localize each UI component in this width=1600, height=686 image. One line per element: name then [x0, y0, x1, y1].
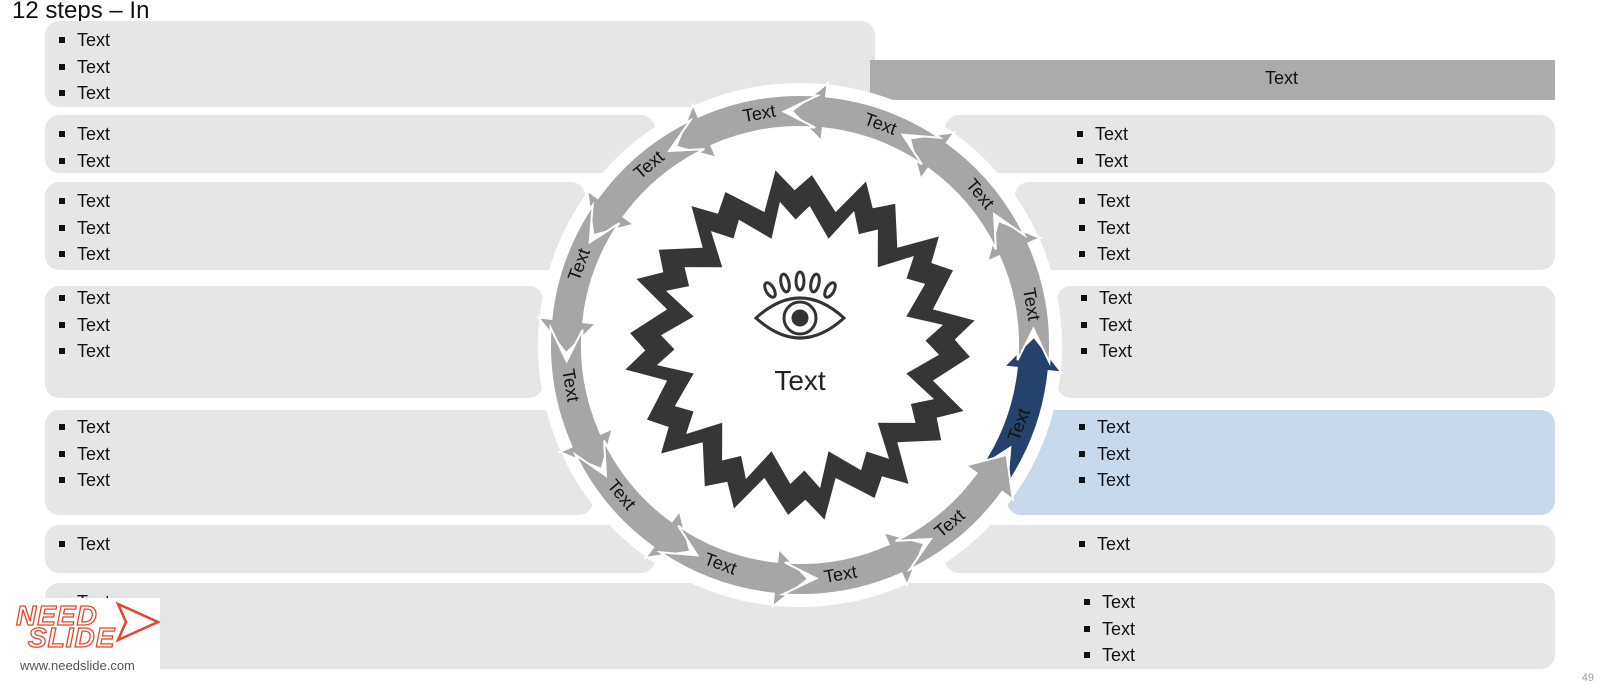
list-item: Text — [1082, 589, 1135, 616]
list-item: Text — [1079, 285, 1132, 312]
list-item: Text — [57, 285, 110, 312]
list-item: Text — [57, 531, 110, 558]
top-right-bar: Text — [870, 60, 1555, 100]
ring-arrow — [895, 453, 1015, 573]
list-item: Text — [57, 441, 110, 468]
center-label: Text — [774, 365, 826, 396]
right-panel-3: Text Text Text — [1057, 286, 1555, 398]
bottom-panel-right-list: Text Text Text — [1082, 589, 1135, 669]
logo-arrow-icon — [115, 601, 160, 643]
arrow-ring — [536, 81, 1064, 609]
logo-url: www.needslide.com — [20, 658, 135, 673]
list-item: Text — [1079, 338, 1132, 365]
right-panel-5: Text — [945, 525, 1555, 573]
list-item: Text — [57, 414, 110, 441]
list-item: Text — [1077, 531, 1130, 558]
list-item: Text — [57, 148, 110, 175]
list-item: Text — [1077, 467, 1130, 494]
eye-icon — [753, 270, 847, 340]
left-panel-5-list: Text Text Text — [57, 414, 110, 494]
list-item: Text — [1077, 188, 1130, 215]
right-panel-2-list: Text Text Text — [1077, 188, 1130, 268]
left-panel-4-list: Text Text Text — [57, 285, 110, 365]
left-panel-6: Text — [45, 525, 655, 573]
left-panel-5: Text Text Text — [45, 410, 593, 515]
slide-title: 12 steps – In — [12, 0, 150, 24]
list-item: Text — [1082, 642, 1135, 669]
diagram-halo — [538, 83, 1062, 607]
list-item: Text — [57, 188, 110, 215]
list-item: Text — [1077, 241, 1130, 268]
left-panel-3-list: Text Text Text — [57, 188, 110, 268]
right-panel-1-list: Text Text — [1075, 121, 1128, 174]
list-item: Text — [57, 80, 110, 107]
needslide-logo: NEED SLIDE www.needslide.com — [0, 598, 160, 686]
logo-word-need: NEED — [15, 600, 98, 631]
list-item: Text — [1077, 414, 1130, 441]
right-panel-1: Text Text — [945, 115, 1555, 173]
list-item: Text — [1077, 215, 1130, 242]
list-item: Text — [57, 312, 110, 339]
left-panel-2: Text Text — [45, 115, 655, 173]
list-item: Text — [57, 121, 110, 148]
left-panel-2-list: Text Text — [57, 121, 110, 174]
list-item: Text — [57, 54, 110, 81]
right-panel-4-list: Text Text Text — [1077, 414, 1130, 494]
list-item: Text — [1077, 441, 1130, 468]
list-item: Text — [1082, 616, 1135, 643]
right-panel-2: Text Text Text — [1015, 182, 1555, 270]
right-panel-3-list: Text Text Text — [1079, 285, 1132, 365]
right-panel-4-highlighted: Text Text Text — [1007, 410, 1555, 515]
left-panel-3: Text Text Text — [45, 182, 585, 270]
list-item: Text — [57, 241, 110, 268]
list-item: Text — [1079, 312, 1132, 339]
list-item: Text — [1075, 148, 1128, 175]
right-panel-5-list: Text — [1077, 531, 1130, 558]
top-bar-label: Text — [1265, 68, 1299, 88]
list-item: Text — [1075, 121, 1128, 148]
list-item: Text — [57, 467, 110, 494]
left-panel-4: Text Text Text — [45, 286, 543, 398]
left-panel-1-list: Text Text Text — [57, 27, 110, 107]
list-item: Text — [57, 27, 110, 54]
zigzag-star — [625, 170, 975, 520]
page-number: 49 — [1581, 672, 1594, 684]
list-item: Text — [57, 215, 110, 242]
logo-word-slide: SLIDE — [27, 622, 116, 653]
list-item: Text — [57, 338, 110, 365]
left-panel-6-list: Text — [57, 531, 110, 558]
